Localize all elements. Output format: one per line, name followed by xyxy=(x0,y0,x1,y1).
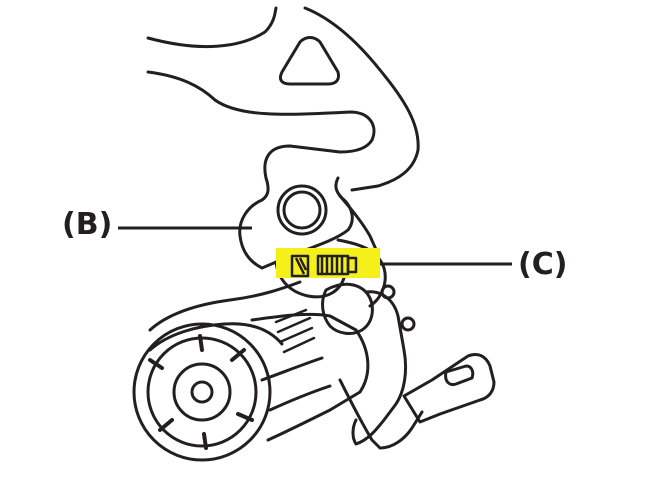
frame-dropout-inner xyxy=(146,70,376,202)
dropout-triangle-cutout xyxy=(278,36,340,86)
hanger-bolt-inner xyxy=(282,190,322,230)
cable-anchor-plate xyxy=(402,352,496,424)
derailleur-body-arm xyxy=(351,290,408,446)
derailleur-body xyxy=(321,282,374,335)
guide-pulley-slots xyxy=(148,334,254,450)
hanger-bolt-outer xyxy=(276,184,328,236)
cable-anchor-bolt xyxy=(444,364,475,386)
parallelogram-inner-link xyxy=(260,356,332,412)
chainstay-stub xyxy=(338,194,380,256)
limit-screw-head-2 xyxy=(400,316,416,332)
callout-label-b: (B) xyxy=(62,207,113,242)
b-tension-adjust-bolt xyxy=(290,254,358,278)
pulley-cage xyxy=(148,280,302,352)
guide-pulley-bolt xyxy=(190,380,214,404)
frame-dropout xyxy=(146,6,420,192)
derailleur-lower-body xyxy=(338,378,424,450)
b-tension-spring xyxy=(274,308,316,354)
limit-screw-head xyxy=(380,284,396,300)
guide-pulley-hub xyxy=(172,362,232,422)
guide-pulley-outer xyxy=(132,322,272,462)
callout-label-c: (C) xyxy=(518,247,568,282)
